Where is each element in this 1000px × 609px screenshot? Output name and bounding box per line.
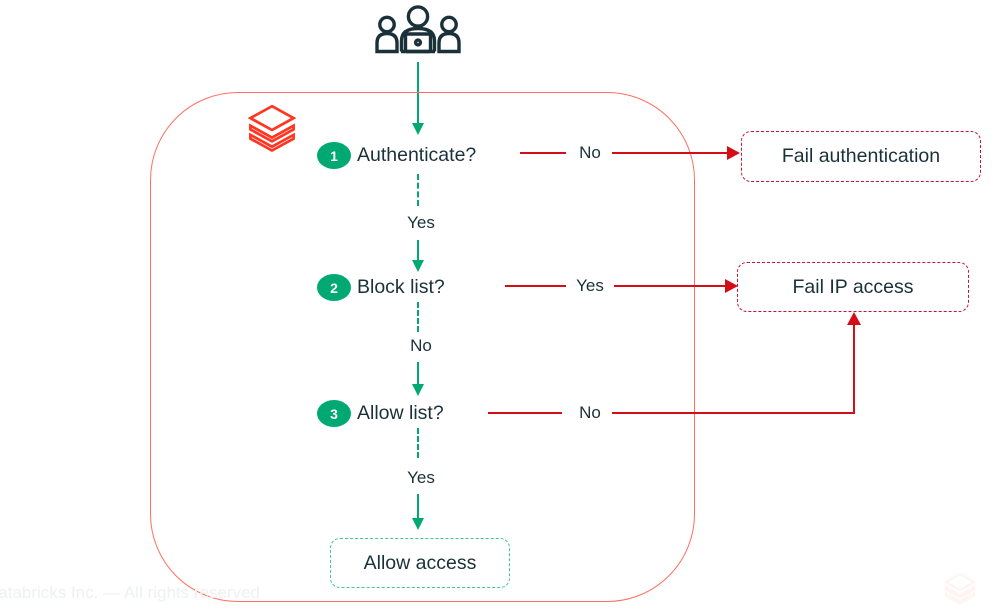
step3-to-allow-dashed-line xyxy=(417,428,419,458)
step-label-allow-list: Allow list? xyxy=(357,402,444,424)
step-badge-3: 3 xyxy=(317,400,351,427)
step3-next-label: Yes xyxy=(398,468,444,488)
step2-next-label: No xyxy=(400,336,442,356)
step-number: 3 xyxy=(330,405,338,422)
step2-to-step3-dashed-line xyxy=(417,302,419,332)
step2-branch-label: Yes xyxy=(567,276,613,296)
step2-yes-line-right xyxy=(614,285,725,288)
step3-branch-label: No xyxy=(568,403,612,423)
step3-no-line-left xyxy=(488,412,562,415)
step1-arrowhead-icon xyxy=(727,146,740,160)
step2-entry-arrowhead-icon xyxy=(411,260,424,272)
step2-yes-line-left xyxy=(505,285,566,288)
step-number: 1 xyxy=(330,147,338,164)
step2-to-step3-line xyxy=(417,362,420,384)
step-number: 2 xyxy=(330,279,338,296)
step3-entry-arrowhead-icon xyxy=(411,384,424,396)
step2-arrowhead-icon xyxy=(725,279,738,293)
databricks-logo-watermark-icon xyxy=(938,572,982,608)
step1-next-label: Yes xyxy=(398,213,444,233)
step1-to-step2-line xyxy=(417,240,420,260)
step-badge-1: 1 xyxy=(317,142,351,169)
step3-no-line-up xyxy=(853,325,856,414)
allow-entry-arrowhead-icon xyxy=(411,518,424,530)
step-badge-2: 2 xyxy=(317,274,351,301)
step3-no-line-right xyxy=(612,412,855,415)
users-team-laptop-icon xyxy=(368,5,468,63)
outcome-fail-authentication: Fail authentication xyxy=(741,131,981,182)
entry-arrowhead-icon xyxy=(411,123,424,135)
outcome-allow-access: Allow access xyxy=(330,538,510,588)
step3-arrowhead-icon xyxy=(847,312,861,325)
step-label-authenticate: Authenticate? xyxy=(357,144,477,166)
flow-container xyxy=(150,92,695,602)
step-label-block-list: Block list? xyxy=(357,276,445,298)
step1-to-step2-dashed-line xyxy=(417,174,419,206)
step3-to-allow-line xyxy=(417,494,420,518)
databricks-logo-icon xyxy=(245,101,299,159)
step1-branch-label: No xyxy=(568,143,612,163)
copyright-text: Databricks Inc. — All rights reserved xyxy=(0,583,260,602)
step1-no-line-right xyxy=(612,152,727,155)
step1-no-line-left xyxy=(520,152,566,155)
outcome-fail-ip-access: Fail IP access xyxy=(737,262,969,312)
